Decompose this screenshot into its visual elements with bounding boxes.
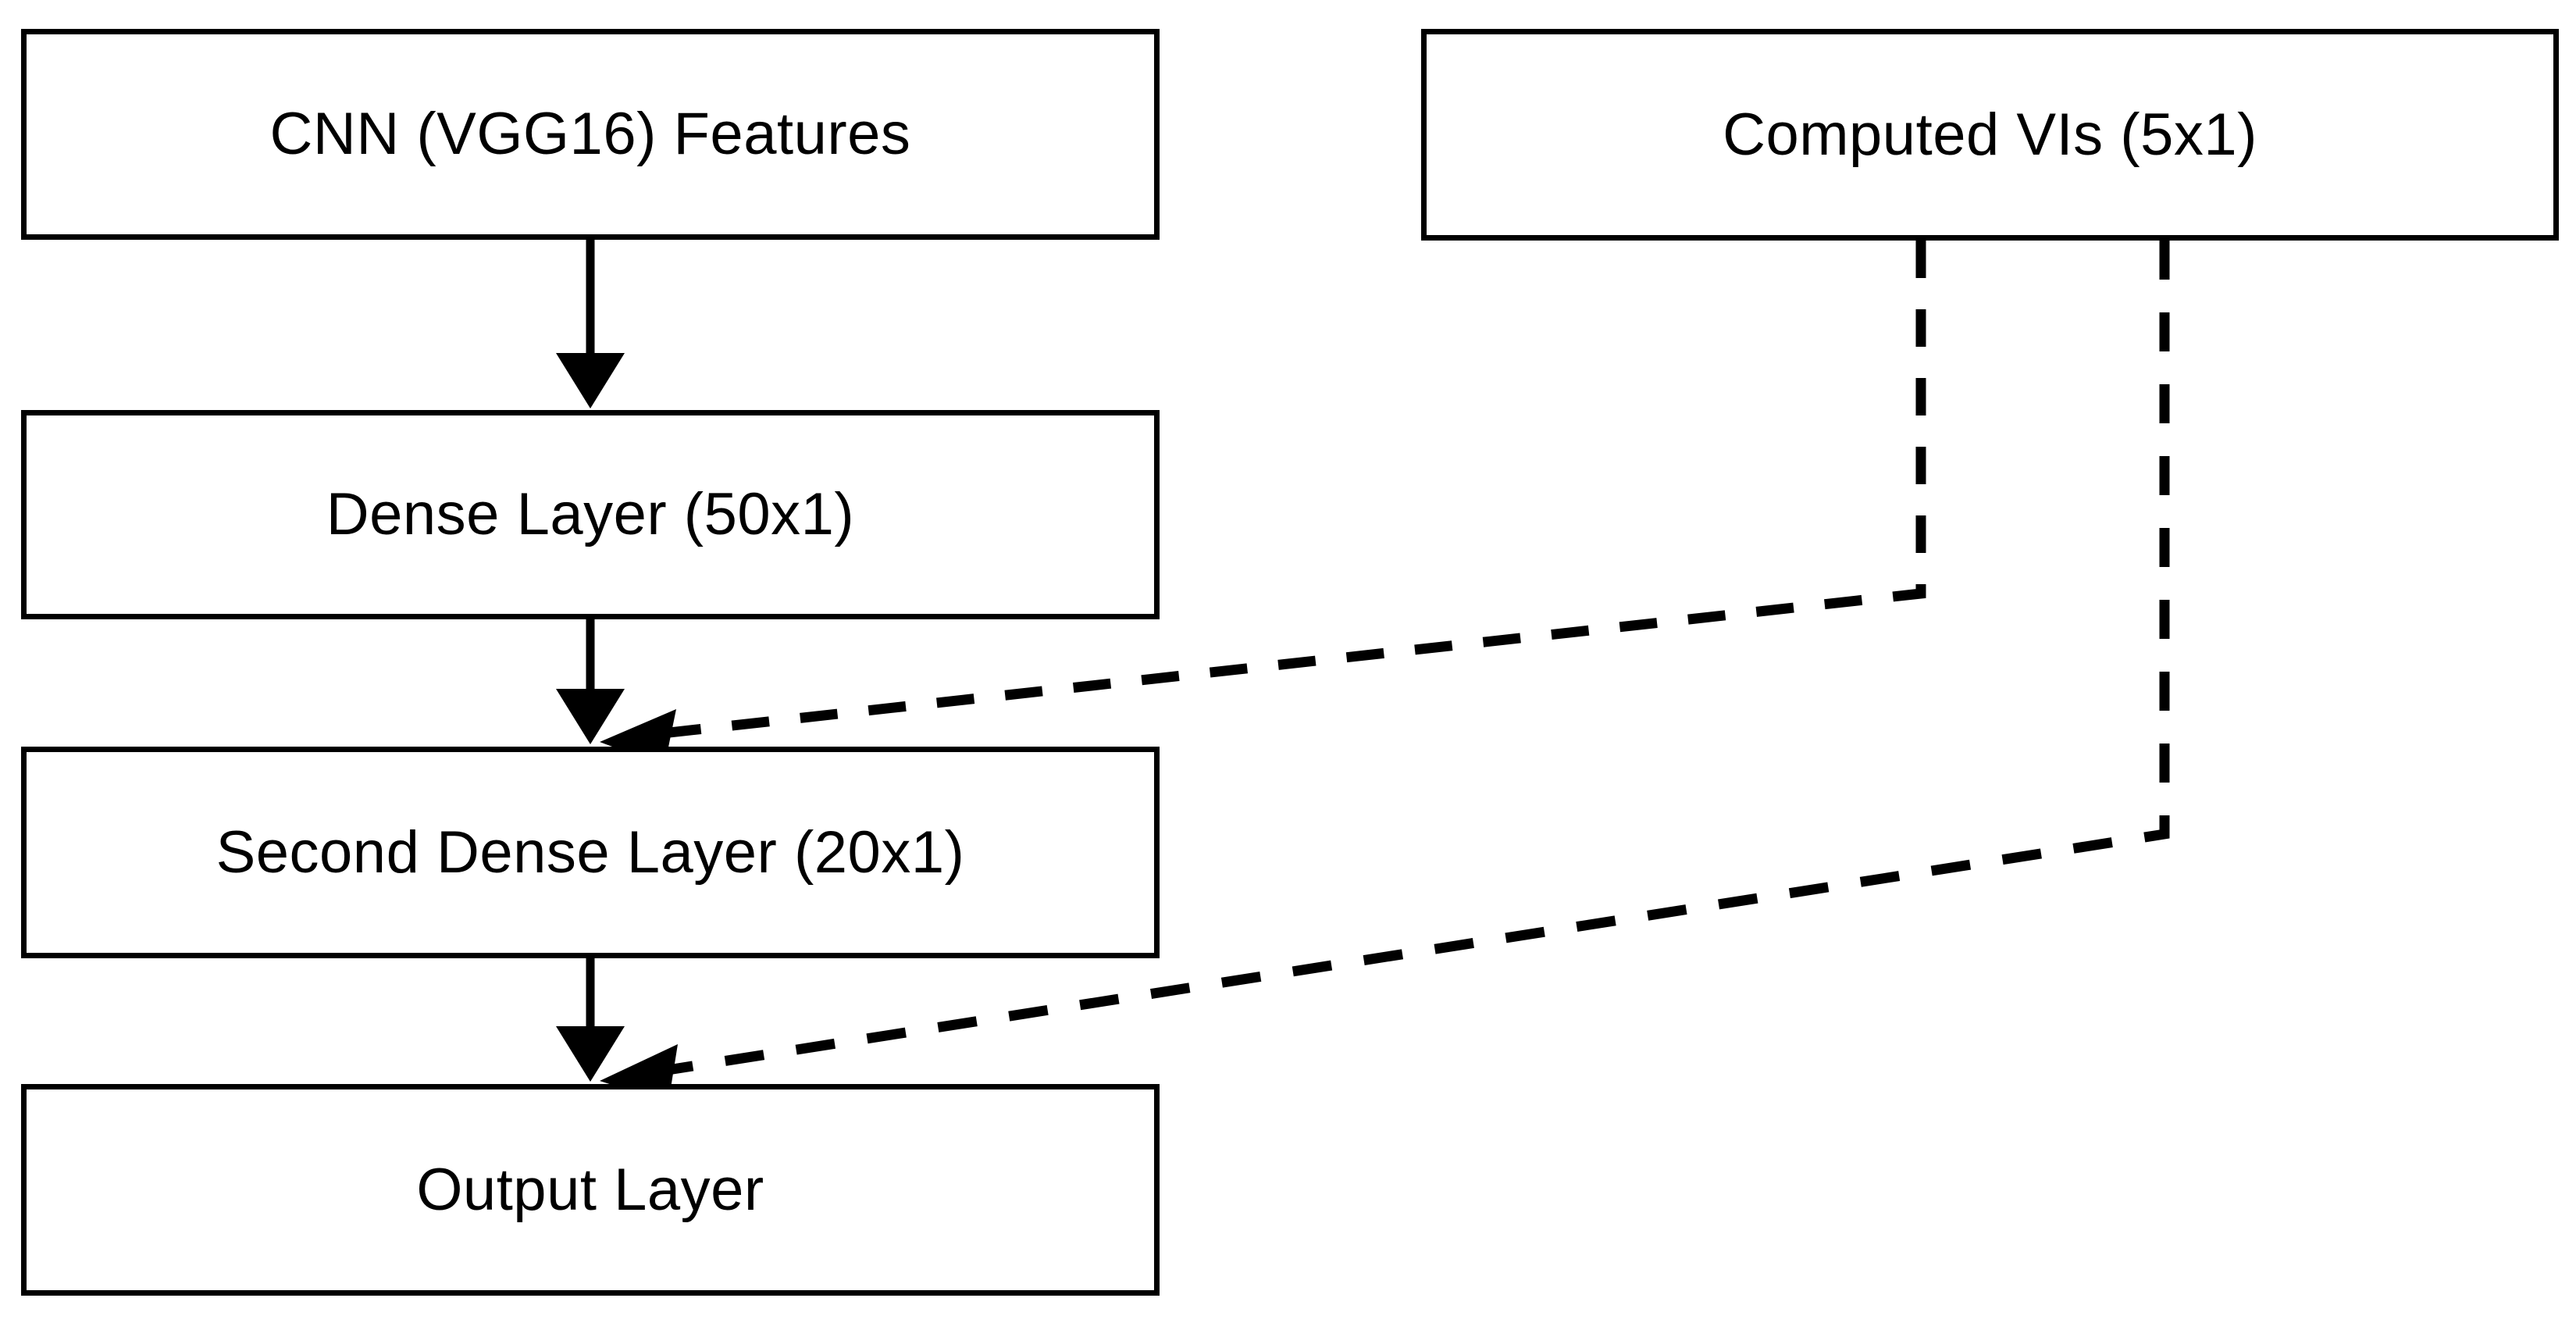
- node-computed-vis-label: Computed VIs (5x1): [1723, 101, 2257, 168]
- node-cnn-features[interactable]: CNN (VGG16) Features: [21, 29, 1160, 240]
- node-computed-vis[interactable]: Computed VIs (5x1): [1421, 29, 2559, 241]
- node-cnn-features-label: CNN (VGG16) Features: [269, 101, 911, 168]
- node-dense-layer-label: Dense Layer (50x1): [326, 481, 855, 548]
- node-second-dense-layer[interactable]: Second Dense Layer (20x1): [21, 747, 1160, 958]
- edge-dense-to-second-dense: [556, 619, 625, 744]
- node-output-layer-label: Output Layer: [416, 1156, 764, 1223]
- node-output-layer[interactable]: Output Layer: [21, 1084, 1160, 1296]
- edge-second-dense-to-output: [556, 958, 625, 1082]
- node-dense-layer[interactable]: Dense Layer (50x1): [21, 410, 1160, 619]
- edge-cnn-to-dense: [556, 240, 625, 408]
- edge-vis-to-output: [600, 241, 2170, 1103]
- node-second-dense-layer-label: Second Dense Layer (20x1): [216, 818, 965, 886]
